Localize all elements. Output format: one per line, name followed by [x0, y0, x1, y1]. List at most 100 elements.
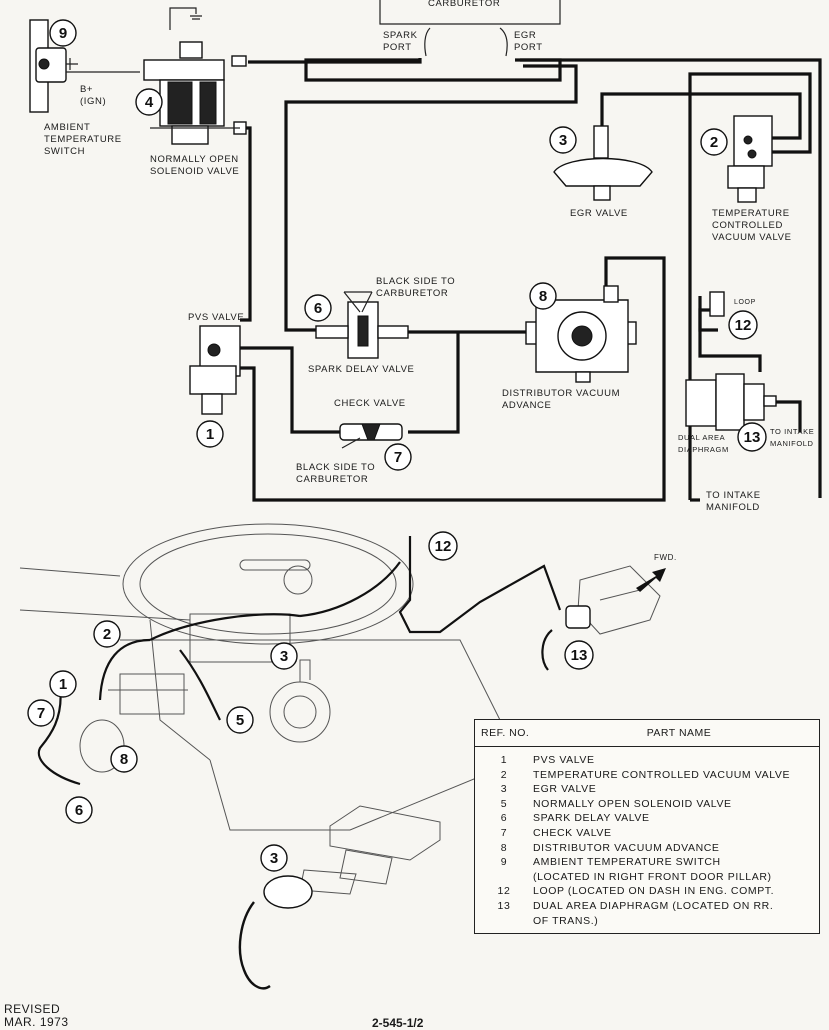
ref-no-header: REF. NO.: [481, 727, 530, 739]
callout-4: 4: [135, 88, 163, 116]
ref-cell: 2: [500, 768, 508, 781]
callout-3-text: 3: [559, 132, 567, 149]
callout-9-text: 9: [59, 25, 67, 42]
callout-3-lower-text: 3: [280, 648, 288, 665]
table-row: (LOCATED IN RIGHT FRONT DOOR PILLAR): [475, 870, 819, 885]
callout-6-text: 6: [314, 300, 322, 317]
name-cell: CHECK VALVE: [533, 826, 612, 839]
name-cell: OF TRANS.): [533, 914, 599, 927]
carburetor-label: CARBURETOR: [428, 0, 500, 9]
callout-1: 1: [196, 420, 224, 448]
callout-6-lower: 6: [65, 796, 93, 824]
ref-cell: 7: [500, 826, 508, 839]
b-plus-ign-label: B+(IGN): [80, 84, 106, 107]
callout-9: 9: [49, 19, 77, 47]
callout-6-lower-text: 6: [75, 802, 83, 819]
ref-cell: [475, 870, 533, 885]
callout-1-text: 1: [206, 426, 214, 443]
egr-valve-label: EGR VALVE: [570, 208, 628, 219]
table-row: 6 SPARK DELAY VALVE: [475, 811, 819, 826]
callout-13-text: 13: [744, 429, 761, 446]
pvs-valve: PVS VALVE: [188, 312, 244, 415]
name-cell: DISTRIBUTOR VACUUM ADVANCE: [533, 841, 720, 854]
callout-1-lower: 1: [49, 670, 77, 698]
table-row: 12 LOOP (LOCATED ON DASH IN ENG. COMPT.: [475, 884, 819, 899]
fwd-label: FWD.: [654, 553, 677, 562]
callout-12-text: 12: [735, 317, 752, 334]
callout-2-text: 2: [710, 134, 718, 151]
callout-5-lower-text: 5: [236, 712, 244, 729]
callout-7-lower-text: 7: [37, 705, 45, 722]
callout-12-lower: 12: [428, 531, 458, 561]
callout-8-text: 8: [539, 288, 547, 305]
revised-date: MAR. 1973: [4, 1015, 69, 1029]
callout-1-lower-text: 1: [59, 676, 67, 693]
callout-13: 13: [737, 422, 767, 452]
callout-3-lower: 3: [270, 642, 298, 670]
revision-note: REVISED MAR. 1973: [4, 1003, 69, 1029]
table-row: 2 TEMPERATURE CONTROLLED VACUUM VALVE: [475, 768, 819, 783]
table-row: 8 DISTRIBUTOR VACUUM ADVANCE: [475, 841, 819, 856]
table-row: 5 NORMALLY OPEN SOLENOID VALVE: [475, 797, 819, 812]
page-number: 2-545-1/2: [372, 1016, 424, 1030]
ref-cell: 8: [500, 841, 508, 854]
engine-illustration: FWD.: [19, 523, 677, 831]
ref-cell: 9: [500, 856, 508, 869]
callout-8-lower-text: 8: [120, 751, 128, 768]
ref-cell: 12: [497, 885, 511, 898]
parts-table-header: REF. NO. PART NAME: [475, 720, 819, 747]
callout-3: 3: [549, 126, 577, 154]
ref-cell: 3: [500, 783, 508, 796]
callout-2-lower-text: 2: [103, 626, 111, 643]
callout-7-text: 7: [394, 449, 402, 466]
name-cell: PVS VALVE: [533, 754, 595, 766]
callout-3-detail-text: 3: [270, 850, 278, 867]
callout-8-lower: 8: [110, 745, 138, 773]
callout-13-lower-text: 13: [571, 647, 588, 664]
callout-7-lower: 7: [27, 699, 55, 727]
callout-12-lower-text: 12: [435, 538, 452, 555]
name-cell: SPARK DELAY VALVE: [533, 812, 650, 825]
callout-4-text: 4: [145, 94, 154, 111]
callout-6: 6: [304, 294, 332, 322]
name-cell: EGR VALVE: [533, 783, 597, 796]
check-valve-label: CHECK VALVE: [334, 398, 406, 409]
name-cell: LOOP (LOCATED ON DASH IN ENG. COMPT.: [533, 885, 775, 898]
ref-cell: 5: [500, 797, 508, 810]
loop-connector: LOOP: [709, 291, 755, 317]
revised-label: REVISED: [4, 1002, 61, 1016]
callout-12: 12: [728, 310, 758, 340]
name-cell: NORMALLY OPEN SOLENOID VALVE: [533, 797, 732, 810]
egr-valve-detail: [238, 805, 441, 990]
callout-8: 8: [529, 282, 557, 310]
table-row: OF TRANS.): [475, 914, 819, 929]
table-row: 3 EGR VALVE: [475, 782, 819, 797]
name-cell: TEMPERATURE CONTROLLED VACUUM VALVE: [533, 768, 791, 781]
callout-7: 7: [384, 443, 412, 471]
spark-delay-valve-label: SPARK DELAY VALVE: [308, 364, 414, 375]
ref-cell: 13: [497, 899, 511, 912]
name-cell: (LOCATED IN RIGHT FRONT DOOR PILLAR): [533, 870, 772, 883]
ref-cell: 6: [500, 812, 508, 825]
callout-5-lower: 5: [226, 706, 254, 734]
callout-2: 2: [700, 128, 728, 156]
